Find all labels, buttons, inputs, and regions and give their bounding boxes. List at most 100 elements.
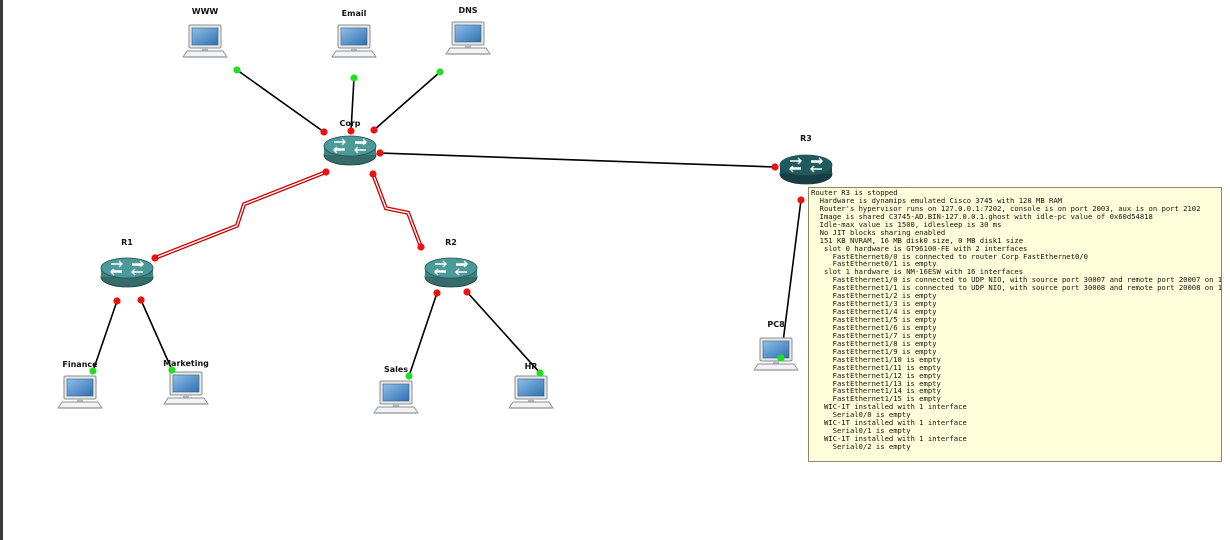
- tooltip-line: No JIT blocks sharing enabled: [811, 227, 946, 237]
- port-status-up-r2-sales-1: [405, 372, 413, 380]
- pc-node-hr[interactable]: HR: [508, 362, 554, 409]
- tooltip-line: FastEthernet1/1 is connected to UDP NIO,…: [811, 283, 1222, 293]
- monitor-stand: [202, 48, 208, 51]
- ethernet-link-r1-marketing[interactable]: [140, 299, 173, 371]
- router-arrow: [333, 146, 345, 154]
- node-label-email: Email: [342, 9, 367, 18]
- ethernet-link-r2-hr[interactable]: [466, 291, 541, 374]
- pc-node-sales[interactable]: Sales: [373, 365, 419, 414]
- node-label-r1: R1: [121, 238, 133, 247]
- ports-layer: [89, 66, 805, 380]
- keyboard-base: [445, 47, 491, 55]
- keyboard-base: [753, 363, 799, 371]
- tooltip-line: FastEthernet0/0 is connected to router C…: [811, 251, 1088, 261]
- tooltip-line: FastEthernet1/14 is empty: [811, 386, 941, 396]
- tooltip-line: WIC-1T installed with 1 interface: [811, 434, 967, 444]
- pc-node-email[interactable]: Email: [331, 9, 377, 58]
- router-arrow: [811, 157, 823, 165]
- router-arrow: [456, 260, 468, 268]
- monitor-screen: [382, 383, 410, 402]
- tooltip-line: FastEthernet1/8 is empty: [811, 338, 937, 348]
- port-status-up-www-corp-0: [233, 66, 241, 74]
- keyboard-base: [331, 50, 377, 58]
- monitor-stand: [393, 404, 399, 407]
- tooltip-line: Router R3 is stopped: [811, 188, 898, 197]
- router-node-r1[interactable]: R1: [100, 238, 154, 288]
- keyboard-base: [508, 401, 554, 409]
- pc-node-www[interactable]: WWW: [182, 7, 228, 58]
- tooltip-line: FastEthernet1/6 is empty: [811, 322, 937, 332]
- tooltip-line: FastEthernet1/2 is empty: [811, 291, 937, 301]
- tooltip-line: Hardware is dynamips emulated Cisco 3745…: [811, 195, 1062, 205]
- router-node-r3[interactable]: R3: [779, 134, 833, 185]
- tooltip-line: Image is shared C3745-AD.BIN-127.0.0.1.g…: [811, 211, 1153, 221]
- port-status-down-dns-corp-1: [370, 126, 378, 134]
- router-arrow: [435, 260, 447, 268]
- port-status-up-r2-hr-1: [536, 369, 544, 377]
- router-node-corp[interactable]: Corp: [323, 119, 377, 166]
- tooltip-line: WIC-1T installed with 1 interface: [811, 418, 967, 428]
- monitor-screen: [191, 27, 219, 46]
- port-status-down-r2-sales-0: [433, 289, 441, 297]
- computer-icon: [331, 24, 377, 58]
- computer-icon: [182, 24, 228, 58]
- port-status-up-email-corp-0: [350, 74, 358, 82]
- tooltip-line: FastEthernet1/12 is empty: [811, 370, 941, 380]
- tooltip-line: FastEthernet0/1 is empty: [811, 259, 937, 269]
- router-arrow: [355, 138, 367, 146]
- ethernet-link-www-corp[interactable]: [236, 69, 325, 133]
- ethernet-link-dns-corp[interactable]: [373, 71, 441, 131]
- ethernet-link-r2-sales[interactable]: [408, 292, 438, 377]
- port-status-down-r1-marketing-0: [137, 296, 145, 304]
- port-status-down-r2-hr-0: [463, 288, 471, 296]
- monitor-stand: [351, 48, 357, 51]
- pc-node-marketing[interactable]: Marketing: [163, 359, 209, 405]
- computer-icon: [508, 375, 554, 409]
- port-status-down-corp-r1-0: [322, 168, 330, 176]
- tooltip-line: WIC-1T installed with 1 interface: [811, 402, 967, 412]
- ethernet-link-r3-pc8[interactable]: [780, 199, 802, 359]
- computer-icon: [373, 380, 419, 414]
- tooltip-line: FastEthernet1/13 is empty: [811, 378, 941, 388]
- tooltip-line: Serial0/2 is empty: [811, 442, 911, 451]
- router-arrow: [132, 260, 144, 268]
- tooltip-line: FastEthernet1/5 is empty: [811, 315, 937, 324]
- port-status-up-r3-pc8-1: [777, 354, 785, 362]
- router-icon: [779, 154, 833, 185]
- serial-link-core-corp-r1: [154, 171, 327, 259]
- keyboard-base: [182, 50, 228, 58]
- node-label-marketing: Marketing: [163, 359, 209, 368]
- node-label-www: WWW: [192, 7, 219, 16]
- tooltip-line: 151 KB NVRAM, 16 MB disk0 size, 0 MB dis…: [811, 235, 1024, 245]
- node-label-pc8: PC8: [767, 320, 785, 329]
- ethernet-link-email-corp[interactable]: [350, 77, 355, 132]
- monitor-stand: [528, 399, 534, 402]
- tooltip-line: FastEthernet1/11 is empty: [811, 362, 941, 372]
- port-status-up-dns-corp-0: [436, 68, 444, 76]
- router-arrow: [354, 146, 366, 154]
- monitor-screen: [172, 374, 200, 393]
- node-label-sales: Sales: [384, 365, 408, 374]
- tooltip-line: FastEthernet1/15 is empty: [811, 394, 941, 404]
- pc-node-finance[interactable]: Finance: [57, 360, 103, 409]
- pc-node-pc8[interactable]: PC8: [753, 320, 799, 371]
- tooltip-line: FastEthernet1/7 is empty: [811, 330, 937, 340]
- links-layer: [92, 69, 802, 377]
- router-node-r2[interactable]: R2: [424, 238, 478, 288]
- monitor-screen: [66, 378, 94, 397]
- router-arrow: [789, 165, 801, 173]
- tooltip-line: FastEthernet1/0 is connected to UDP NIO,…: [811, 275, 1222, 285]
- router-arrow: [790, 157, 802, 165]
- pc-node-dns[interactable]: DNS: [445, 6, 491, 55]
- port-status-up-r1-finance-1: [89, 367, 97, 375]
- router-arrow: [110, 268, 122, 276]
- node-label-finance: Finance: [62, 360, 98, 369]
- tooltip-line: FastEthernet1/4 is empty: [811, 307, 937, 317]
- ethernet-link-corp-r3[interactable]: [379, 152, 776, 168]
- port-status-down-corp-r3-0: [376, 149, 384, 157]
- router-top: [779, 154, 833, 176]
- router-icon: [323, 135, 377, 166]
- monitor-screen: [762, 340, 790, 359]
- ethernet-link-r1-finance[interactable]: [92, 300, 118, 372]
